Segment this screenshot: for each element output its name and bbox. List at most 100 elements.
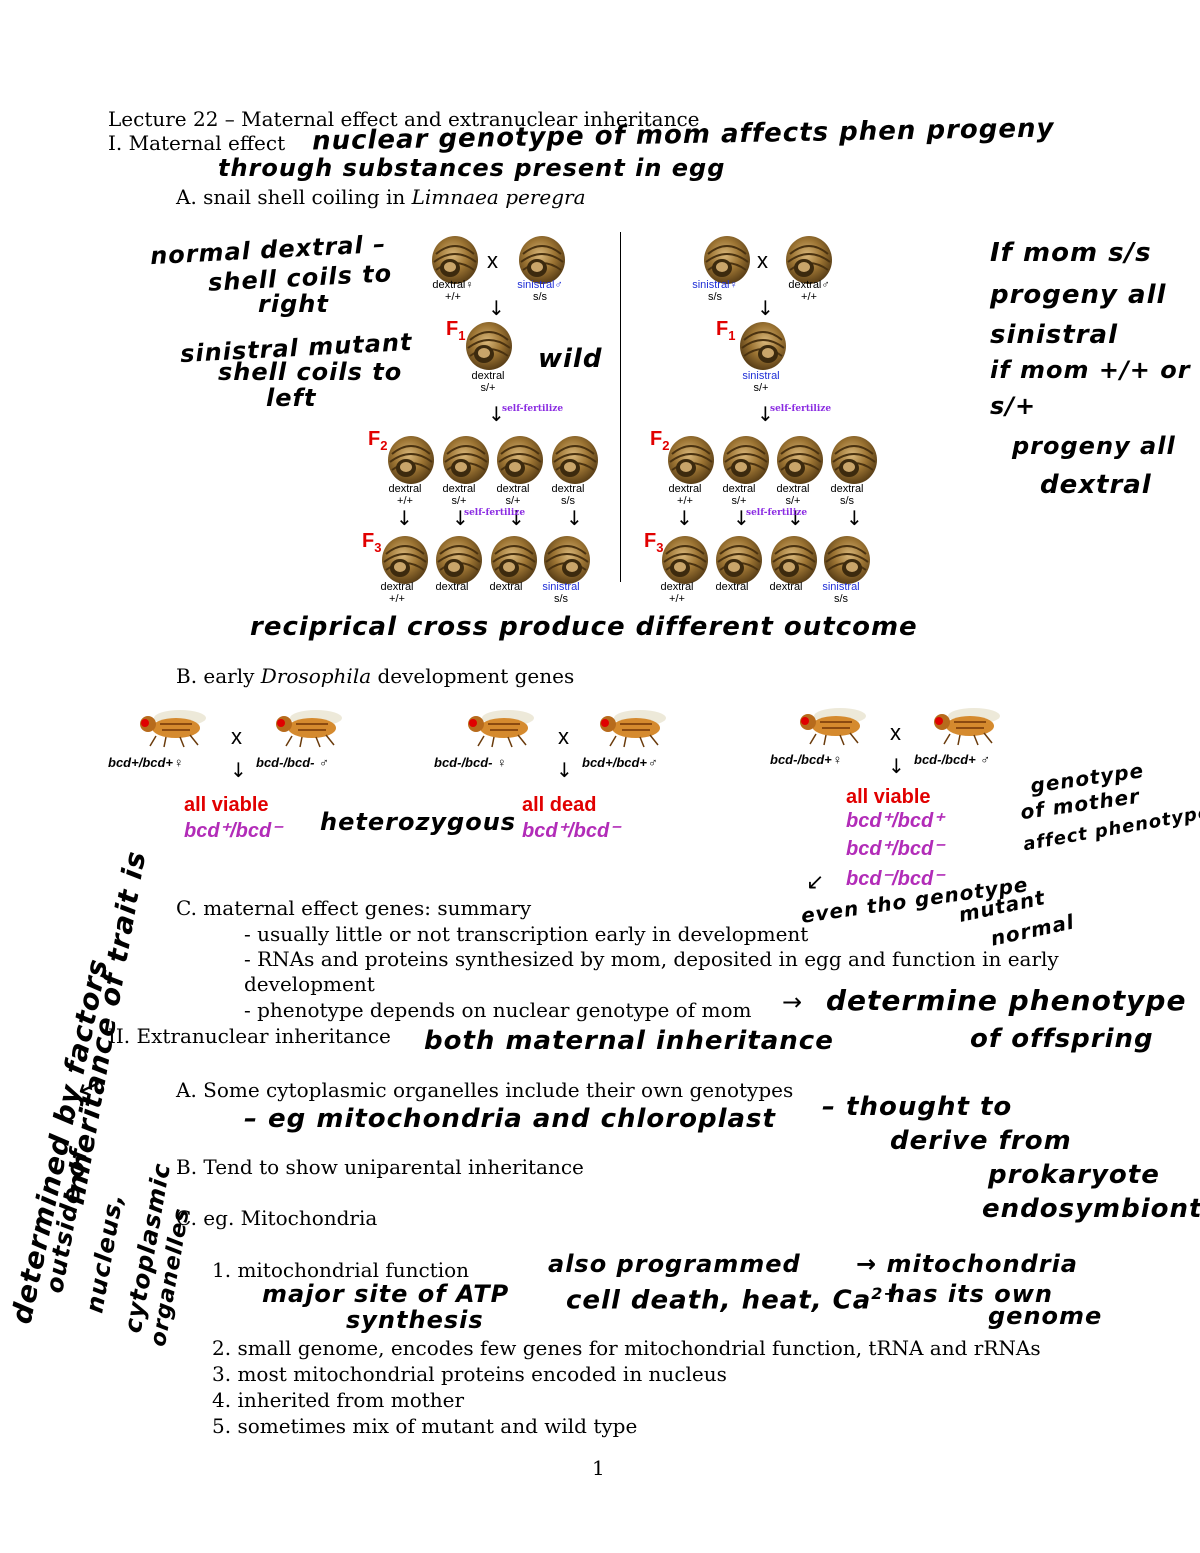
down-arrow-icon: ↓ — [733, 506, 750, 530]
snail-shell-icon — [664, 432, 716, 486]
handwritten-note: progeny all — [1012, 432, 1176, 460]
snail-shell-icon — [378, 532, 430, 586]
snail-label: dextral — [427, 581, 477, 593]
snail-genotype: +/+ — [677, 495, 693, 507]
down-arrow-icon: ↓ — [846, 506, 863, 530]
handwritten-note: determine phenotype — [826, 984, 1187, 1017]
snail-shell-icon — [493, 432, 545, 486]
handwritten-note: reciprical cross produce different outco… — [250, 612, 918, 642]
list-item: 3. most mitochondrial proteins encoded i… — [212, 1362, 727, 1386]
summary-item: - usually little or not transcription ea… — [244, 922, 809, 946]
self-fertilize-label: self-fertilize — [464, 508, 526, 518]
snail-genotype: s/+ — [505, 495, 521, 507]
generation-letter: F — [446, 318, 459, 340]
offspring-genotype: bcd⁺/bcd⁻ — [522, 820, 620, 842]
snail-shell-icon — [719, 432, 771, 486]
down-arrow-icon: ↓ — [757, 402, 774, 426]
heading-maternal-summary: C. maternal effect genes: summary — [176, 896, 532, 920]
snail-label: sinistral♂s/s — [505, 279, 575, 303]
summary-item: - phenotype depends on nuclear genotype … — [244, 998, 752, 1022]
snail-shell-icon — [439, 432, 491, 486]
handwritten-note: shell coils to — [218, 358, 403, 386]
snail-label: dextral — [761, 581, 811, 593]
snail-label: dextral — [707, 581, 757, 593]
self-fertilize-label: self-fertilize — [770, 404, 832, 414]
handwritten-note: genome — [988, 1302, 1103, 1330]
fly-icon — [930, 700, 1008, 746]
cross-symbol: x — [558, 724, 569, 749]
fly-genotype-male: bcd+/bcd+♂ — [582, 755, 657, 770]
generation-number: 2 — [662, 438, 670, 453]
snail-shell-icon — [700, 232, 752, 286]
fly-icon — [136, 702, 214, 748]
generation-label: F1 — [716, 318, 735, 343]
snail-shell-icon — [384, 432, 436, 486]
handwritten-note: derive from — [890, 1126, 1072, 1156]
snail-shell-icon — [738, 318, 790, 372]
generation-number: 3 — [656, 540, 664, 555]
cross-result: all viable — [184, 794, 269, 816]
snail-phenotype: dextral — [722, 483, 756, 495]
self-fertilize-label: self-fertilize — [502, 404, 564, 414]
generation-letter: F — [362, 530, 375, 552]
handwritten-note: sinistral — [990, 320, 1118, 350]
generation-letter: F — [650, 428, 663, 450]
arrow-right-icon: → — [782, 988, 803, 1016]
snail-label: dextral+/+ — [652, 581, 702, 605]
fly-genotype-male: bcd-/bcd- ♂ — [256, 755, 328, 770]
self-fertilize-label: self-fertilize — [746, 508, 808, 518]
heading-drosophila: B. early Drosophila development genes — [176, 664, 574, 688]
handwritten-note: – eg mitochondria and chloroplast — [244, 1104, 776, 1134]
snail-genotype: +/+ — [669, 593, 685, 605]
snail-phenotype: sinistral — [822, 581, 860, 593]
generation-number: 3 — [374, 540, 382, 555]
handwritten-note: has its own — [888, 1280, 1054, 1308]
generation-label: F1 — [446, 318, 465, 343]
fly-icon — [796, 700, 874, 746]
down-arrow-icon: ↓ — [508, 506, 525, 530]
snail-phenotype: sinistral♂ — [517, 279, 563, 291]
snail-shell-icon — [432, 532, 484, 586]
snail-phenotype: dextral — [830, 483, 864, 495]
snail-phenotype: dextral♂ — [788, 279, 830, 291]
handwritten-note: cell death, heat, Ca2+ — [566, 1284, 898, 1316]
snail-genotype: s/+ — [731, 495, 747, 507]
fly-genotype-female: bcd-/bcd+♀ — [770, 752, 842, 767]
handwritten-note: also programmed — [548, 1250, 801, 1278]
snail-shell-icon — [487, 532, 539, 586]
snail-label: sinistral♀s/s — [680, 279, 750, 303]
snail-label: dextral — [481, 581, 531, 593]
snail-genotype: +/+ — [389, 593, 405, 605]
handwritten-note: synthesis — [346, 1306, 484, 1334]
handwritten-note: s/+ — [990, 392, 1037, 420]
snail-phenotype: sinistral♀ — [692, 279, 738, 291]
snail-phenotype: dextral — [388, 483, 422, 495]
generation-number: 1 — [728, 328, 736, 343]
generation-label: F3 — [644, 530, 663, 555]
handwritten-note: progeny all — [990, 280, 1167, 310]
down-arrow-icon: ↓ — [396, 506, 413, 530]
species-name: Limnaea peregra — [411, 185, 586, 209]
snail-genotype: s/s — [833, 593, 849, 605]
snail-shell-icon — [658, 532, 710, 586]
summary-item: - RNAs and proteins synthesized by mom, … — [244, 947, 1059, 971]
handwritten-note: prokaryote — [988, 1160, 1160, 1190]
fly-genotype-male: bcd-/bcd+ ♂ — [914, 752, 990, 767]
page-number: 1 — [592, 1456, 605, 1480]
down-arrow-icon: ↓ — [556, 758, 573, 782]
down-arrow-icon: ↓ — [230, 758, 247, 782]
snail-genotype: +/+ — [801, 291, 817, 303]
section-extranuclear: II. Extranuclear inheritance — [108, 1024, 391, 1048]
snail-genotype: +/+ — [445, 291, 461, 303]
snail-shell-icon — [822, 532, 874, 586]
handwritten-note: → mitochondria — [856, 1250, 1078, 1278]
snail-genotype: s/+ — [480, 382, 496, 394]
snail-label: dextral♀+/+ — [418, 279, 488, 303]
heading-drosophila-post: development genes — [371, 664, 575, 688]
fly-icon — [272, 702, 350, 748]
snail-genotype: s/+ — [451, 495, 467, 507]
